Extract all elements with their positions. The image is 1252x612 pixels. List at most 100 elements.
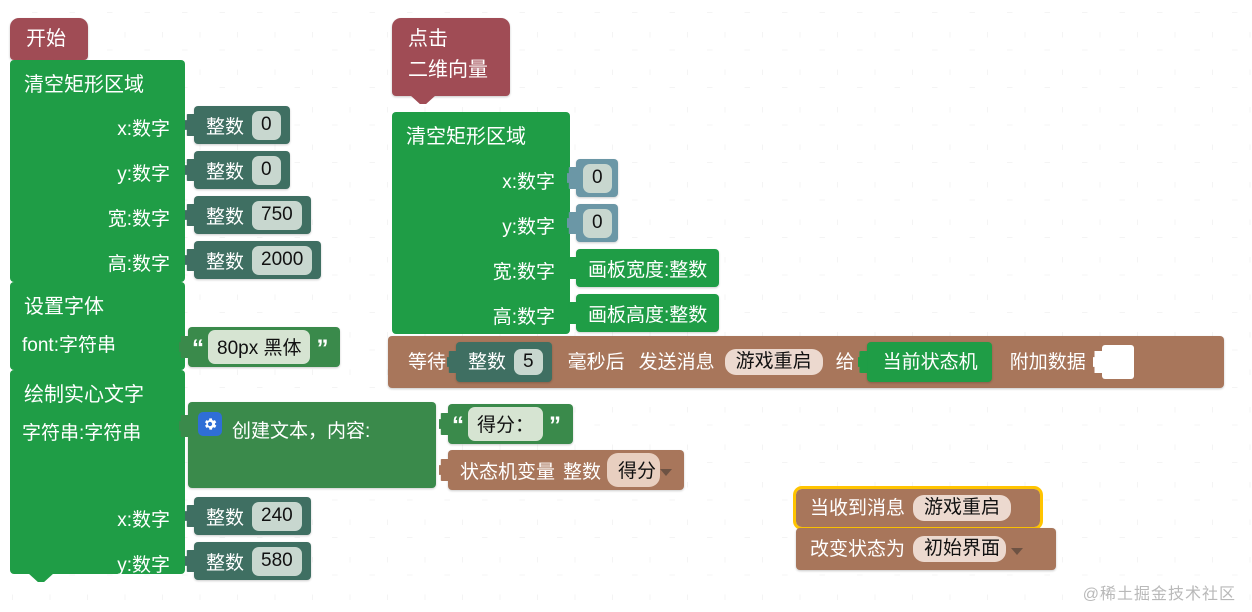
value-create-text-label: 创建文本，内容: bbox=[232, 421, 371, 442]
watermark: @稀土掘金技术社区 bbox=[1082, 586, 1236, 603]
statement-send-message-after-label: 毫秒后 bbox=[567, 351, 625, 373]
hat-block-on-message[interactable]: 当收到消息 游戏重启 bbox=[793, 486, 1043, 530]
hat-block-click[interactable]: 点击 二维向量 bbox=[392, 18, 510, 96]
hat-block-click-label-1: 点击 bbox=[408, 28, 448, 50]
gear-icon[interactable] bbox=[198, 412, 222, 436]
chevron-down-icon[interactable] bbox=[660, 468, 673, 476]
value-number-x-1[interactable]: 整数 0 bbox=[185, 106, 290, 144]
value-state-variable-prefix: 状态机变量 bbox=[460, 461, 556, 483]
puzzle-tab-icon bbox=[567, 212, 577, 234]
value-number-y-3-field[interactable]: 0 bbox=[583, 208, 612, 238]
value-create-text[interactable]: 创建文本，内容: bbox=[179, 402, 436, 488]
value-number-y-2-type: 整数 bbox=[206, 552, 245, 574]
statement-send-message-to-label: 给 bbox=[835, 351, 855, 373]
close-quote-icon: ” bbox=[316, 335, 329, 362]
statement-send-message[interactable]: 等待 整数 5 毫秒后 发送消息 游戏重启 给 当前状态机 附加数据 bbox=[388, 336, 1224, 388]
value-number-x-3[interactable]: 0 bbox=[567, 159, 618, 197]
value-canvas-height-label: 画板高度:整数 bbox=[588, 304, 708, 326]
value-string-score-label[interactable]: “ 得分： ” bbox=[439, 404, 574, 444]
row-label-y-3: y:数字 bbox=[502, 217, 555, 238]
statement-clear-rect-1-title: 清空矩形区域 bbox=[24, 74, 144, 96]
statement-clear-rect-2-title: 清空矩形区域 bbox=[406, 126, 526, 148]
puzzle-tab-icon bbox=[185, 159, 195, 181]
hat-block-start-label: 开始 bbox=[26, 28, 66, 50]
value-string-font[interactable]: “ 80px 黑体 ” bbox=[179, 327, 341, 367]
statement-send-message-message[interactable]: 游戏重启 bbox=[724, 349, 823, 375]
statement-send-message-extra-label: 附加数据 bbox=[1009, 351, 1086, 373]
value-string-font-field[interactable]: 80px 黑体 bbox=[208, 330, 311, 364]
row-label-x-2: x:数字 bbox=[117, 510, 170, 531]
value-number-wait[interactable]: 整数 5 bbox=[447, 342, 552, 382]
statement-send-message-send-label: 发送消息 bbox=[638, 351, 715, 373]
statement-change-state-label: 改变状态为 bbox=[810, 538, 906, 560]
value-number-y-1-type: 整数 bbox=[206, 161, 245, 183]
value-canvas-width[interactable]: 画板宽度:整数 bbox=[567, 249, 720, 287]
row-label-height-1: 高:数字 bbox=[107, 254, 170, 275]
puzzle-tab-icon bbox=[567, 257, 577, 279]
puzzle-tab-icon bbox=[447, 351, 458, 373]
value-number-height-1[interactable]: 整数 2000 bbox=[185, 241, 322, 279]
value-number-x-1-type: 整数 bbox=[206, 116, 245, 138]
value-number-x-2-type: 整数 bbox=[206, 507, 245, 529]
chevron-down-icon[interactable] bbox=[1011, 547, 1024, 555]
puzzle-tab-icon bbox=[179, 415, 189, 437]
puzzle-tab-icon bbox=[179, 336, 189, 358]
value-string-score-label-field[interactable]: 得分： bbox=[468, 407, 544, 441]
value-number-wait-type: 整数 bbox=[468, 351, 507, 373]
row-label-width-1: 宽:数字 bbox=[107, 209, 170, 230]
value-number-wait-field[interactable]: 5 bbox=[514, 349, 543, 375]
value-state-variable[interactable]: 状态机变量 整数 得分 bbox=[439, 450, 685, 490]
value-number-y-2-field[interactable]: 580 bbox=[252, 546, 302, 576]
value-state-variable-name[interactable]: 得分 bbox=[607, 453, 661, 487]
value-current-state-machine[interactable]: 当前状态机 bbox=[857, 342, 992, 382]
row-label-y-2: y:数字 bbox=[117, 555, 170, 576]
puzzle-tab-icon bbox=[185, 204, 195, 226]
row-label-x-1: x:数字 bbox=[117, 119, 170, 140]
socket-extra-data[interactable] bbox=[1101, 345, 1134, 379]
puzzle-tab-icon bbox=[567, 167, 577, 189]
close-quote-icon: ” bbox=[549, 412, 562, 439]
puzzle-tab-icon bbox=[185, 550, 195, 572]
puzzle-tab-icon bbox=[857, 351, 868, 373]
statement-change-state[interactable]: 改变状态为 初始界面 bbox=[796, 528, 1056, 570]
row-label-font: font:字符串 bbox=[22, 335, 116, 356]
puzzle-tab-icon bbox=[185, 505, 195, 527]
value-number-y-1[interactable]: 整数 0 bbox=[185, 151, 290, 189]
value-number-y-2[interactable]: 整数 580 bbox=[185, 542, 311, 580]
puzzle-tab-icon bbox=[439, 459, 449, 481]
value-current-state-machine-label: 当前状态机 bbox=[882, 351, 978, 373]
row-label-height-2: 高:数字 bbox=[492, 307, 555, 328]
statement-set-font-title: 设置字体 bbox=[24, 296, 104, 318]
value-number-width-1[interactable]: 整数 750 bbox=[185, 196, 311, 234]
value-number-width-1-field[interactable]: 750 bbox=[252, 200, 302, 230]
row-label-x-3: x:数字 bbox=[502, 172, 555, 193]
value-state-variable-type: 整数 bbox=[563, 461, 602, 483]
statement-change-state-value[interactable]: 初始界面 bbox=[913, 536, 1007, 562]
statement-set-font[interactable]: 设置字体 bbox=[10, 282, 185, 370]
value-number-y-1-field[interactable]: 0 bbox=[252, 155, 281, 185]
row-label-string: 字符串:字符串 bbox=[22, 423, 142, 444]
hat-block-start[interactable]: 开始 bbox=[10, 18, 88, 60]
open-quote-icon: “ bbox=[192, 335, 204, 362]
value-number-x-2[interactable]: 整数 240 bbox=[185, 497, 311, 535]
hat-block-on-message-message[interactable]: 游戏重启 bbox=[913, 495, 1012, 521]
value-canvas-height[interactable]: 画板高度:整数 bbox=[567, 294, 720, 332]
statement-send-message-wait-label: 等待 bbox=[408, 351, 447, 373]
statement-clear-rect-2[interactable]: 清空矩形区域 bbox=[392, 112, 570, 334]
value-number-x-3-field[interactable]: 0 bbox=[583, 163, 612, 193]
value-number-width-1-type: 整数 bbox=[206, 206, 245, 228]
puzzle-tab-icon bbox=[567, 302, 577, 324]
statement-clear-rect-1[interactable]: 清空矩形区域 bbox=[10, 60, 185, 282]
puzzle-tab-icon bbox=[439, 413, 449, 435]
value-number-height-1-field[interactable]: 2000 bbox=[252, 245, 313, 275]
hat-block-on-message-label: 当收到消息 bbox=[810, 497, 906, 519]
puzzle-tab-icon bbox=[185, 114, 195, 136]
row-label-width-2: 宽:数字 bbox=[492, 262, 555, 283]
value-number-x-2-field[interactable]: 240 bbox=[252, 501, 302, 531]
value-number-x-1-field[interactable]: 0 bbox=[252, 110, 281, 140]
open-quote-icon: “ bbox=[452, 412, 464, 439]
value-number-y-3[interactable]: 0 bbox=[567, 204, 618, 242]
row-label-y-1: y:数字 bbox=[117, 164, 170, 185]
statement-fill-text[interactable]: 绘制实心文字 bbox=[10, 370, 185, 574]
